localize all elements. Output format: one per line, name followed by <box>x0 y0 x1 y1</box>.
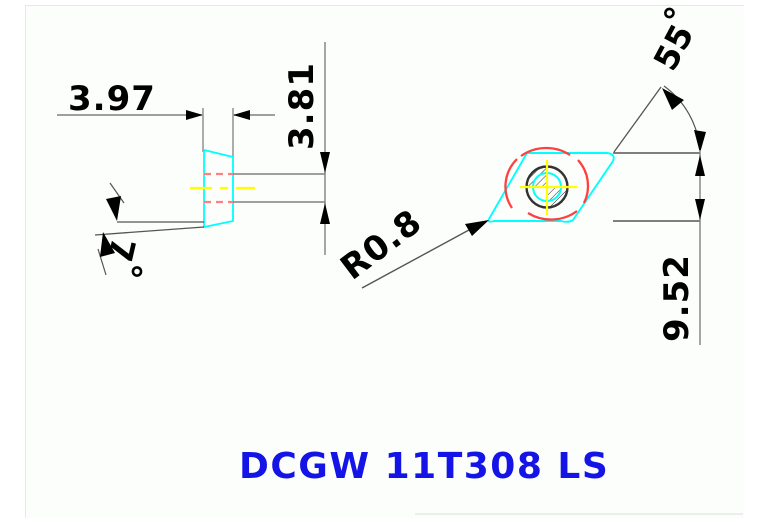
ic-label-group: 9.52 <box>657 254 697 342</box>
corner-radius-leader <box>361 220 489 289</box>
thickness-arrow-top <box>320 152 330 173</box>
insert-rhombus-outline <box>487 152 615 223</box>
corner-radius-label: R0.8 <box>333 202 429 288</box>
angle-arrow-lower <box>694 130 706 153</box>
thickness-label-group: 3.81 <box>282 62 322 150</box>
thickness-dimension-3_81 <box>320 42 330 255</box>
inscribed-circle-dimension-9_52 <box>613 150 705 345</box>
radius-leader-arrow <box>465 220 489 236</box>
clearance-angle-7deg <box>94 182 205 276</box>
ic-arrow-bottom <box>695 199 705 220</box>
drawing-canvas[interactable] <box>25 5 744 518</box>
thickness-dimension-label: 3.81 <box>282 62 322 150</box>
side-profile-view: 3.97 3.81 7 ° <box>57 42 330 282</box>
drawing-title: DCGW 11T308 LS <box>239 446 609 487</box>
clearance-ref-sloped <box>94 226 205 236</box>
chipbreaker-arc-bottom <box>527 210 578 221</box>
ic-arrow-top <box>695 155 705 176</box>
chipbreaker-arc-left <box>504 158 518 209</box>
chipbreaker-arc-top <box>520 146 571 157</box>
angle-label-group: 55 ° <box>646 0 702 77</box>
width-dimension-3_97 <box>57 108 275 157</box>
radius-label-group: R0.8 <box>333 202 429 288</box>
width-dim-arrow-right <box>233 110 250 120</box>
clearance-leader-lower <box>97 248 107 276</box>
clearance-leader-upper <box>109 182 125 204</box>
radius-leader-line <box>361 223 481 289</box>
clearance-arrow-lower <box>100 232 115 257</box>
included-angle-label: 55 <box>646 18 702 77</box>
clearance-angle-degree-symbol: ° <box>108 257 150 282</box>
included-angle-55deg <box>613 85 706 154</box>
inscribed-circle-label: 9.52 <box>657 254 697 342</box>
angle-arrow-upper <box>662 88 684 110</box>
rhombic-insert-top-view: R0.8 55 ° 9.52 <box>333 0 706 345</box>
hidden-edges <box>204 172 325 204</box>
thickness-arrow-bottom <box>320 203 330 224</box>
width-dim-arrow-left <box>186 110 203 120</box>
chipbreaker-arc-right <box>577 159 590 204</box>
clearance-arrow-upper <box>106 196 121 221</box>
angle-ref-sloped <box>613 86 662 153</box>
width-dimension-label: 3.97 <box>68 79 156 119</box>
